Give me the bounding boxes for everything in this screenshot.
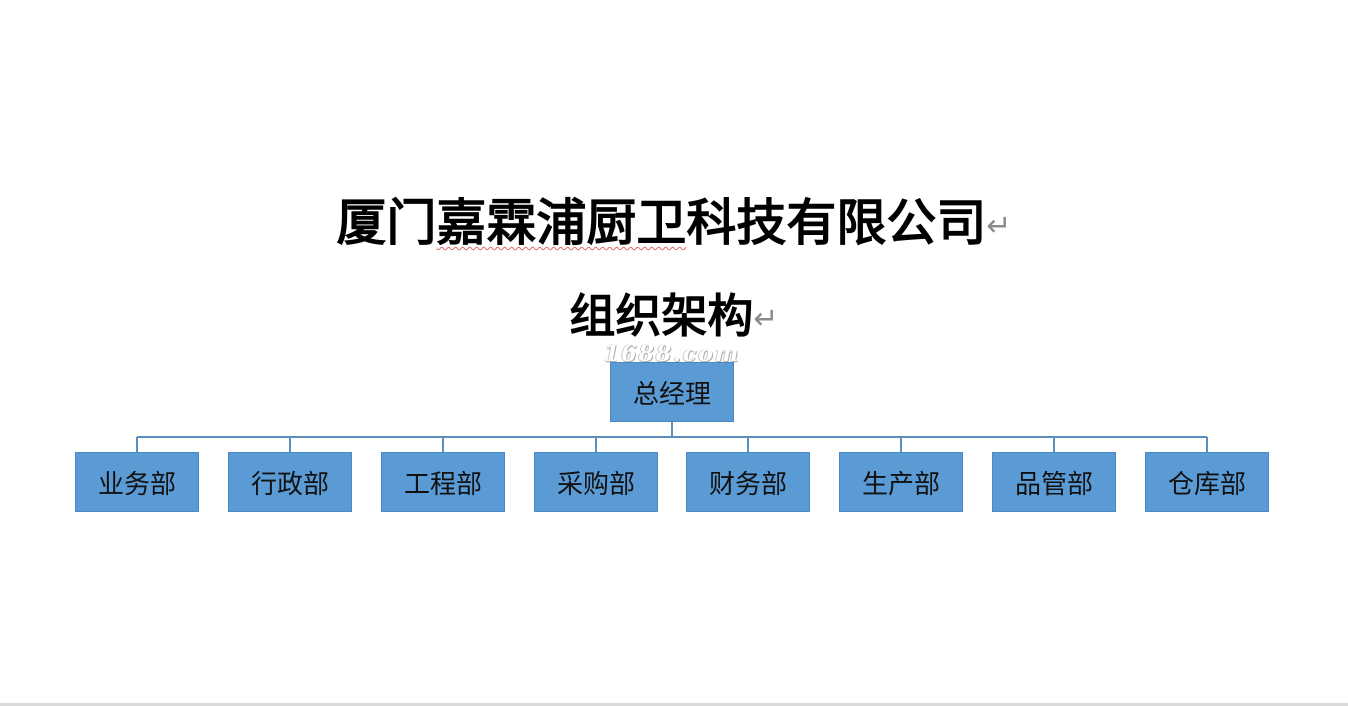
org-node-label: 总经理 xyxy=(632,379,711,409)
subtitle: 组织架构↵ xyxy=(0,284,1348,348)
org-node-department[interactable]: 行政部 xyxy=(228,452,352,512)
branch-lines xyxy=(136,437,1208,452)
org-node-department[interactable]: 生产部 xyxy=(839,452,963,512)
org-node-label: 业务部 xyxy=(97,469,176,499)
org-node-general-manager[interactable]: 总经理 xyxy=(610,362,734,422)
org-node-label: 行政部 xyxy=(250,469,329,499)
org-node-department[interactable]: 采购部 xyxy=(534,452,658,512)
org-node-label: 工程部 xyxy=(403,469,482,499)
org-node-department[interactable]: 财务部 xyxy=(686,452,810,512)
org-node-department[interactable]: 品管部 xyxy=(992,452,1116,512)
org-node-label: 生产部 xyxy=(861,469,940,499)
org-node-label: 财务部 xyxy=(708,469,787,499)
company-title: 厦门嘉霖浦厨卫科技有限公司↵ xyxy=(0,188,1348,258)
org-node-label: 品管部 xyxy=(1014,469,1093,499)
paragraph-mark-icon: ↵ xyxy=(986,208,1012,244)
subtitle-text: 组织架构 xyxy=(569,289,754,343)
org-node-label: 仓库部 xyxy=(1167,469,1246,499)
paragraph-mark-icon: ↵ xyxy=(753,301,779,337)
org-node-department[interactable]: 业务部 xyxy=(75,452,199,512)
org-node-department[interactable]: 仓库部 xyxy=(1145,452,1269,512)
company-title-prefix: 厦门 xyxy=(336,194,437,252)
company-title-flagged: 嘉霖浦厨卫 xyxy=(436,194,687,252)
company-title-suffix: 科技有限公司 xyxy=(686,194,987,252)
org-node-label: 采购部 xyxy=(556,469,635,499)
page-bottom-rule xyxy=(0,703,1348,706)
org-node-department[interactable]: 工程部 xyxy=(381,452,505,512)
